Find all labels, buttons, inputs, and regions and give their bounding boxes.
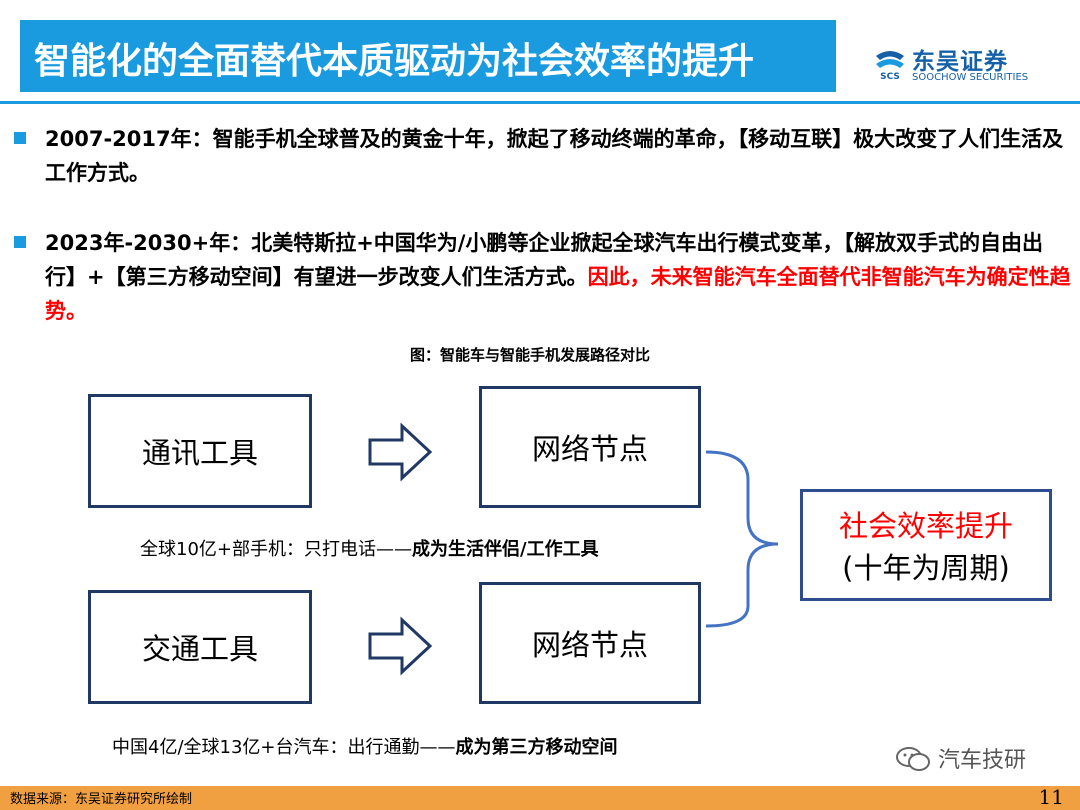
row1-note-bold: 成为生活伴侣/工作工具 bbox=[412, 539, 599, 560]
logo-mark-icon: SCS bbox=[876, 51, 904, 82]
result-subtitle: (十年为周期) bbox=[842, 551, 1010, 585]
transport-tool-box: 交通工具 bbox=[88, 590, 312, 704]
result-title: 社会效率提升 bbox=[838, 509, 1013, 543]
bullet-text: 2007-2017年：智能手机全球普及的黄金十年，掀起了移动终端的革命，【移动互… bbox=[45, 127, 1064, 185]
figure-caption: 图：智能车与智能手机发展路径对比 bbox=[409, 346, 650, 364]
bullet-emphasis: 因此，未来智能汽车全面替代非智能汽车为确定性趋势。 bbox=[45, 265, 1071, 323]
data-source: 数据来源：东吴证券研究所绘制 bbox=[10, 792, 193, 807]
company-logo: SCS 东吴证券 SOOCHOW SECURITIES bbox=[872, 44, 1062, 90]
bullet-square-icon bbox=[14, 236, 26, 248]
result-box: 社会效率提升 (十年为周期) bbox=[800, 489, 1052, 601]
network-node-label: 网络节点 bbox=[531, 432, 648, 466]
wechat-icon bbox=[896, 747, 930, 771]
footer-bar: 数据来源：东吴证券研究所绘制 11 bbox=[0, 785, 1080, 810]
bullet-item-1: 2007-2017年：智能手机全球普及的黄金十年，掀起了移动终端的革命，【移动互… bbox=[14, 122, 1074, 190]
row2-arrow-icon bbox=[368, 616, 433, 676]
network-node-box-1: 网络节点 bbox=[479, 386, 701, 508]
row1-note: 全球10亿+部手机：只打电话——成为生活伴侣/工作工具 bbox=[140, 535, 599, 561]
bullet-text: 2023年-2030+年：北美特斯拉+中国华为/小鹏等企业掀起全球汽车出行模式变… bbox=[45, 231, 1043, 289]
row2-note-plain: 中国4亿/全球13亿+台汽车：出行通勤—— bbox=[112, 737, 456, 758]
network-node-label: 网络节点 bbox=[531, 628, 648, 662]
logo-mark-text: SCS bbox=[880, 72, 900, 82]
row2-note-bold: 成为第三方移动空间 bbox=[455, 737, 618, 758]
header-divider bbox=[0, 101, 1080, 104]
bullet-item-2: 2023年-2030+年：北美特斯拉+中国华为/小鹏等企业掀起全球汽车出行模式变… bbox=[14, 226, 1074, 328]
row1-arrow-icon bbox=[368, 422, 433, 482]
row2-note: 中国4亿/全球13亿+台汽车：出行通勤——成为第三方移动空间 bbox=[112, 733, 618, 759]
page-number: 11 bbox=[1038, 785, 1064, 809]
comm-tool-label: 通讯工具 bbox=[141, 436, 258, 470]
page-title: 智能化的全面替代本质驱动为社会效率的提升 bbox=[34, 41, 755, 82]
transport-tool-label: 交通工具 bbox=[141, 632, 258, 666]
network-node-box-2: 网络节点 bbox=[479, 582, 701, 704]
bullet-square-icon bbox=[14, 132, 26, 144]
watermark-text: 汽车技研 bbox=[938, 748, 1027, 773]
logo-english-name: SOOCHOW SECURITIES bbox=[912, 72, 1029, 83]
brace-connector bbox=[705, 450, 779, 628]
title-bar: 智能化的全面替代本质驱动为社会效率的提升 bbox=[20, 20, 836, 92]
row1-note-plain: 全球10亿+部手机：只打电话—— bbox=[140, 539, 412, 560]
comm-tool-box: 通讯工具 bbox=[88, 394, 312, 508]
logo-chinese-name: 东吴证券 bbox=[912, 49, 1008, 75]
